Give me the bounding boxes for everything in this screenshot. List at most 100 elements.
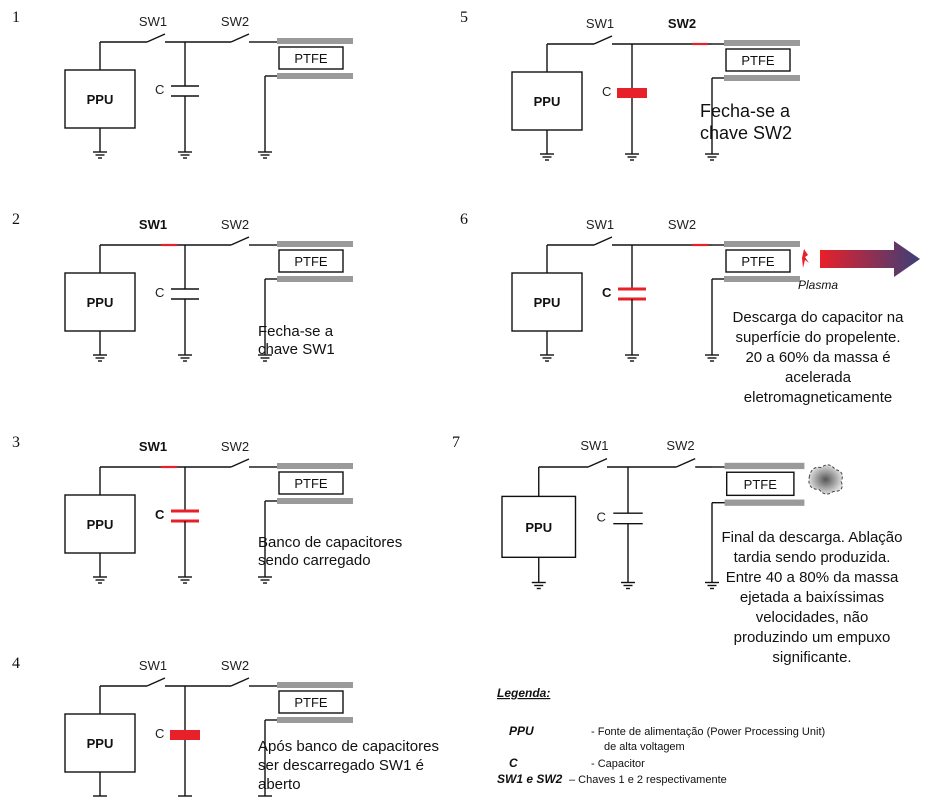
sw1-blade xyxy=(146,677,166,687)
ptfe-label: PTFE xyxy=(294,51,328,66)
ptfe-block xyxy=(726,471,795,497)
sw1-label: SW1 xyxy=(586,16,614,31)
ppu-box xyxy=(511,272,583,332)
step-note-line: chave SW2 xyxy=(700,123,792,143)
electrode-bottom xyxy=(724,75,800,81)
sw2-label: SW2 xyxy=(221,217,249,232)
capacitor-label: C xyxy=(602,285,612,300)
ppu-box xyxy=(64,272,136,332)
electrode-bottom xyxy=(277,498,353,504)
step-note-line: produzindo um empuxo xyxy=(734,629,891,646)
ptfe-block xyxy=(725,48,791,72)
step-note-line: chave SW1 xyxy=(258,341,335,358)
legend-ppu-desc: - Fonte de alimentação (Power Processing… xyxy=(591,726,825,738)
sw2-blade xyxy=(230,458,250,468)
sw1-label: SW1 xyxy=(586,217,614,232)
step-note-line: Banco de capacitores xyxy=(258,534,402,551)
step-note-line: Final da descarga. Ablação xyxy=(722,529,903,546)
legend-title: Legenda: xyxy=(497,686,550,700)
step-number: 2 xyxy=(12,211,20,228)
capacitor-label: C xyxy=(155,507,165,522)
ppu-box xyxy=(64,494,136,554)
legend-ppu-desc-2: de alta voltagem xyxy=(604,741,685,753)
electrode-bottom xyxy=(277,276,353,282)
step-note-line: 20 a 60% da massa é xyxy=(745,349,890,366)
ptfe-label: PTFE xyxy=(744,477,778,492)
ptfe-block xyxy=(725,249,791,273)
ppu-label: PPU xyxy=(525,520,552,535)
plasma-arrow xyxy=(820,241,920,277)
legend-sw-key: SW1 e SW2 xyxy=(497,772,563,786)
sw2-blade xyxy=(230,677,250,687)
sw1-blade xyxy=(593,35,613,45)
spark-icon xyxy=(802,249,809,268)
ptfe-label: PTFE xyxy=(741,53,775,68)
capacitor-label: C xyxy=(597,510,606,525)
ppu-label: PPU xyxy=(87,736,114,751)
legend-ppu-key: PPU xyxy=(509,724,534,738)
sw2-blade xyxy=(230,33,250,43)
step-note-line: significante. xyxy=(772,649,851,666)
sw2-blade xyxy=(676,457,696,468)
step-number: 5 xyxy=(460,9,468,26)
electrode-bottom xyxy=(277,73,353,79)
electrode-top xyxy=(277,241,353,247)
sw2-label: SW2 xyxy=(666,438,694,453)
electrode-top xyxy=(724,462,805,470)
legend-sw-desc: – Chaves 1 e 2 respectivamente xyxy=(569,774,727,786)
step-number: 1 xyxy=(12,9,20,26)
sw1-label: SW1 xyxy=(139,658,167,673)
step-number: 3 xyxy=(12,434,20,451)
ptfe-label: PTFE xyxy=(294,254,328,269)
capacitor-label: C xyxy=(155,285,164,300)
capacitor-label: C xyxy=(602,84,611,99)
electrode-top xyxy=(724,40,800,46)
ptfe-label: PTFE xyxy=(294,695,328,710)
sw1-label: SW1 xyxy=(580,438,608,453)
step-note-line: sendo carregado xyxy=(258,552,371,569)
sw1-blade xyxy=(593,236,613,246)
step-note-line: tardia sendo produzida. xyxy=(734,549,891,566)
step-number: 6 xyxy=(460,211,468,228)
sw1-label: SW1 xyxy=(139,217,167,232)
sw1-blade xyxy=(587,457,608,468)
electrode-top xyxy=(724,241,800,247)
step-note-line: ser descarregado SW1 é xyxy=(258,757,424,774)
step-number: 7 xyxy=(452,434,460,451)
ptfe-block xyxy=(278,471,344,495)
step-note-line: aberto xyxy=(258,776,301,793)
sw2-label: SW2 xyxy=(221,658,249,673)
ptfe-label: PTFE xyxy=(741,254,775,269)
ppu-box xyxy=(64,713,136,773)
step-note-line: Descarga do capacitor na xyxy=(733,309,905,326)
ppu-label: PPU xyxy=(534,94,561,109)
sw2-label: SW2 xyxy=(221,439,249,454)
ptfe-label: PTFE xyxy=(294,476,328,491)
step-note-line: Fecha-se a xyxy=(700,101,791,121)
step-note-line: eletromagneticamente xyxy=(744,389,892,406)
sw2-blade xyxy=(230,236,250,246)
ppu-label: PPU xyxy=(87,295,114,310)
step-note-line: Entre 40 a 80% da massa xyxy=(726,569,899,586)
sw1-label: SW1 xyxy=(139,14,167,29)
electrode-top xyxy=(277,463,353,469)
capacitor-label: C xyxy=(155,726,164,741)
step-number: 4 xyxy=(12,655,20,672)
capacitor-charged xyxy=(170,730,200,740)
ppu-label: PPU xyxy=(534,295,561,310)
capacitor-label: C xyxy=(155,82,164,97)
electrode-top xyxy=(277,38,353,44)
electrode-bottom xyxy=(724,499,805,506)
ptfe-block xyxy=(278,249,344,273)
electrode-bottom xyxy=(724,276,800,282)
legend-c-key: C xyxy=(509,756,518,770)
step-note-line: superfície do propelente. xyxy=(735,329,900,346)
step-note-line: ejetada a baixíssimas xyxy=(740,589,884,606)
electrode-top xyxy=(277,682,353,688)
ppu-label: PPU xyxy=(87,92,114,107)
